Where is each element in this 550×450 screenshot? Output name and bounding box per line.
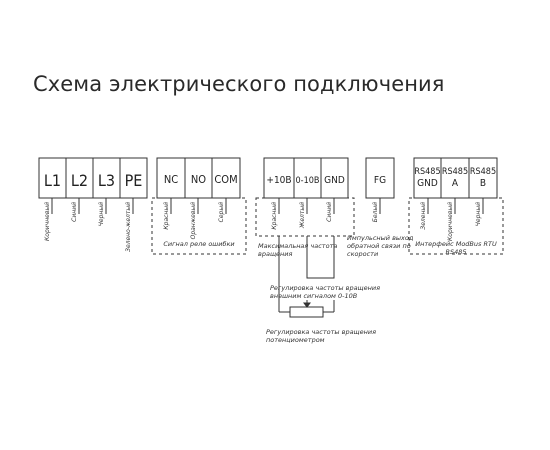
terminal-rs485-gnd-line2: GND [417,178,438,189]
wire-label-rs485-gnd: Зеленый [420,202,427,230]
pot-note-line1: Регулировка частоты вращения [266,328,376,336]
feedback-caption-line3: скорости [347,250,378,258]
terminal-PE: PE [125,171,143,190]
wire-label-L2: Синий [71,202,78,222]
potentiometer-symbol [289,306,324,318]
modbus-caption-line1: Интерфейс ModBus RTU [415,240,497,248]
wire-label-L3: Черный [98,202,105,226]
terminal-L1: L1 [44,171,61,190]
modbus-caption-line2: RS485 [445,248,466,256]
alarm-caption: Сигнал реле ошибки [163,240,234,248]
feedback-terminal-block [365,157,395,199]
terminal-rs485-gnd-line1: RS485 [414,167,440,177]
signal-note-line1: Регулировка частоты вращения [270,284,380,292]
terminal-rs485-b-line1: RS485 [470,167,496,177]
modbus-terminal-labels: RS485 GND RS485 A RS485 B [414,167,496,189]
speed-terminal-block [263,157,349,199]
page-title: Схема электрического подключения [33,72,445,96]
speed-caption-line1: Максимальная частота [258,242,337,250]
wire-label-0-10v: Желтый [299,202,306,229]
modbus-wires [427,198,484,214]
wire-label-plus10v: Красный [271,202,278,230]
terminal-L3: L3 [98,171,115,190]
wire-label-FG: Белый [372,202,379,222]
speed-dashed-frame [255,197,355,237]
terminal-0-10v: 0-10В [296,176,320,186]
wire-label-L1: Коричневый [44,202,51,241]
terminal-rs485-a-line1: RS485 [442,167,468,177]
wire-label-COM: Серый [218,202,225,222]
wire-label-NC: Красный [163,202,170,230]
terminal-COM: COM [214,173,237,186]
wire-label-GND: Синий [326,202,333,222]
potentiometer-connection [278,236,335,318]
speed-caption-line2: вращения [258,250,293,258]
terminal-rs485-b-line2: B [480,178,486,189]
terminal-FG: FG [374,175,386,186]
alarm-wires [170,198,227,214]
power-wires [51,198,134,214]
alarm-dashed-frame [151,197,247,255]
terminal-NC: NC [164,173,178,186]
wire-label-rs485-a: Коричневый [447,202,454,241]
modbus-dashed-frame [408,197,504,255]
feedback-caption-line2: обратной связи по [347,242,411,250]
terminal-GND: GND [324,175,345,186]
wire-label-rs485-b: Черный [475,202,482,226]
wire-label-PE: Зелено-желтый [125,202,132,252]
terminal-plus10v: +10В [266,175,291,186]
wire-label-NO: Оранжевый [190,202,197,240]
power-terminal-block [38,157,148,199]
feedback-caption-line1: Импульсный выход [347,234,414,242]
modbus-terminal-block [413,157,498,199]
signal-note-line2: внешним сигналом 0-10В [270,292,358,300]
speed-wires [278,198,335,214]
terminal-NO: NO [191,173,206,186]
signal-connection [306,236,335,279]
terminal-rs485-a-line2: A [452,178,459,189]
alarm-terminal-block [156,157,241,199]
pot-note-line2: потенциометром [266,336,325,344]
terminal-L2: L2 [71,171,88,190]
